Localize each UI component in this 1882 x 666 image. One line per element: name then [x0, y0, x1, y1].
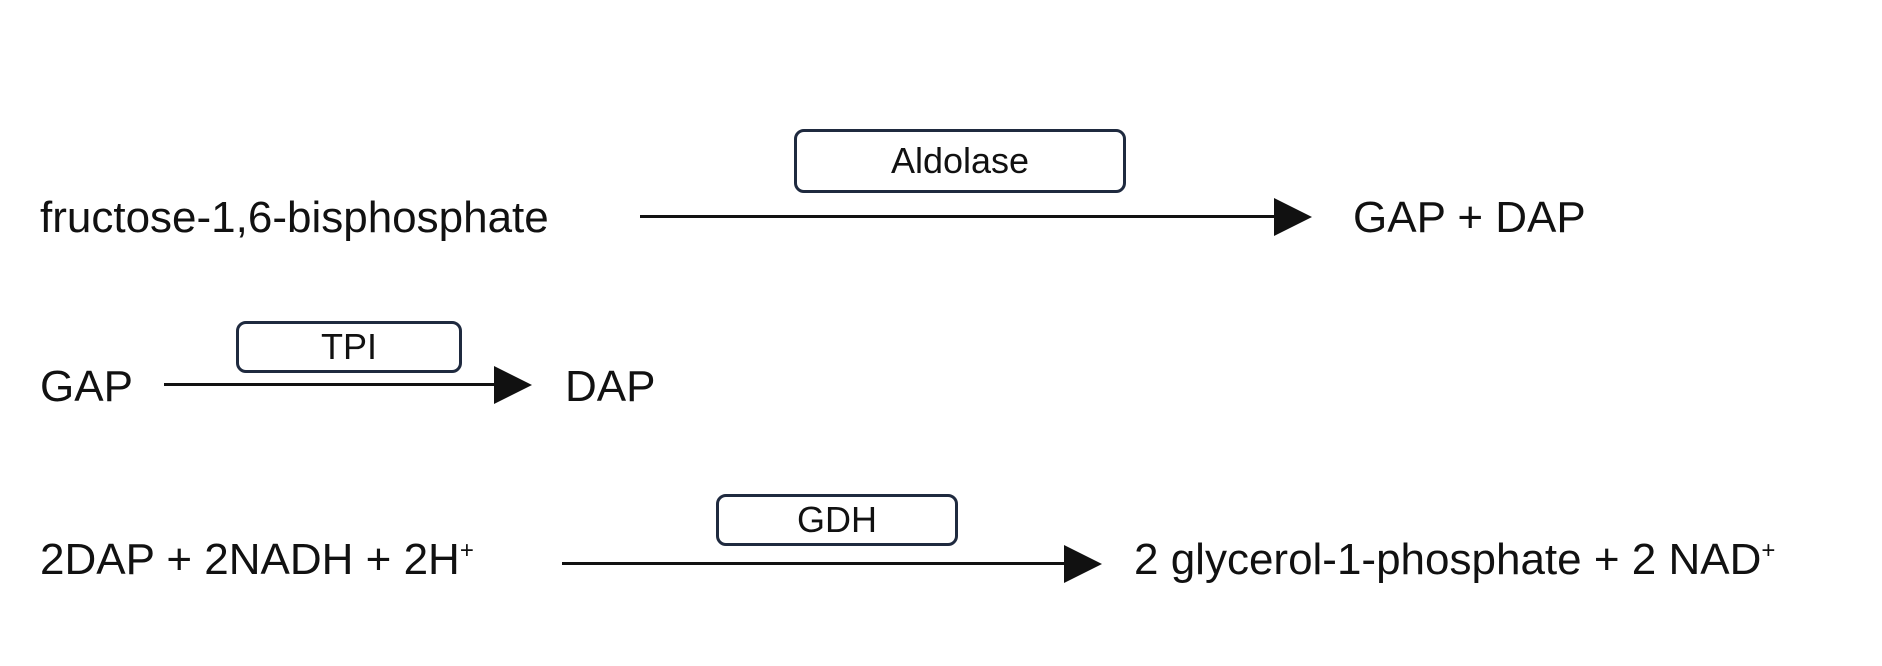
- reaction-1-product-text: GAP + DAP: [1353, 193, 1586, 242]
- reaction-2-substrate: GAP: [40, 365, 133, 409]
- reaction-2-arrow-shaft: [164, 383, 500, 386]
- reaction-2-enzyme-label: TPI: [320, 326, 377, 367]
- reaction-1-arrow-shaft: [640, 215, 1280, 218]
- reaction-3-substrate-text: 2DAP + 2NADH + 2H: [40, 535, 460, 584]
- reaction-2-arrow: [164, 363, 532, 407]
- reaction-2-product-text: DAP: [565, 362, 656, 411]
- reaction-2-substrate-text: GAP: [40, 362, 133, 411]
- reaction-2-enzyme-box: TPI: [236, 321, 462, 373]
- reaction-1-substrate-text: fructose-1,6-bisphosphate: [40, 193, 549, 242]
- reaction-3-product: 2 glycerol-1-phosphate + 2 NAD+: [1134, 538, 1775, 582]
- reaction-3-product-superscript: +: [1761, 537, 1776, 564]
- reaction-3-product-text: 2 glycerol-1-phosphate + 2 NAD: [1134, 535, 1762, 584]
- reaction-1-enzyme-label: Aldolase: [890, 140, 1030, 181]
- reaction-3-enzyme-label: GDH: [797, 499, 877, 540]
- reaction-1-product: GAP + DAP: [1353, 196, 1586, 240]
- reaction-1-arrowhead: [1274, 198, 1312, 236]
- reaction-3-substrate-superscript: +: [459, 537, 474, 564]
- reaction-1-enzyme-box: Aldolase: [794, 129, 1126, 193]
- reaction-3-substrate: 2DAP + 2NADH + 2H+: [40, 538, 474, 582]
- reaction-1-arrow: [640, 195, 1312, 239]
- reaction-3-arrow: [562, 542, 1102, 586]
- reaction-2-arrowhead: [494, 366, 532, 404]
- reaction-3-enzyme-box: GDH: [716, 494, 958, 546]
- reaction-2-product: DAP: [565, 365, 655, 409]
- reaction-3-arrowhead: [1064, 545, 1102, 583]
- reaction-1-substrate: fructose-1,6-bisphosphate: [40, 196, 549, 240]
- reaction-3-arrow-shaft: [562, 562, 1070, 565]
